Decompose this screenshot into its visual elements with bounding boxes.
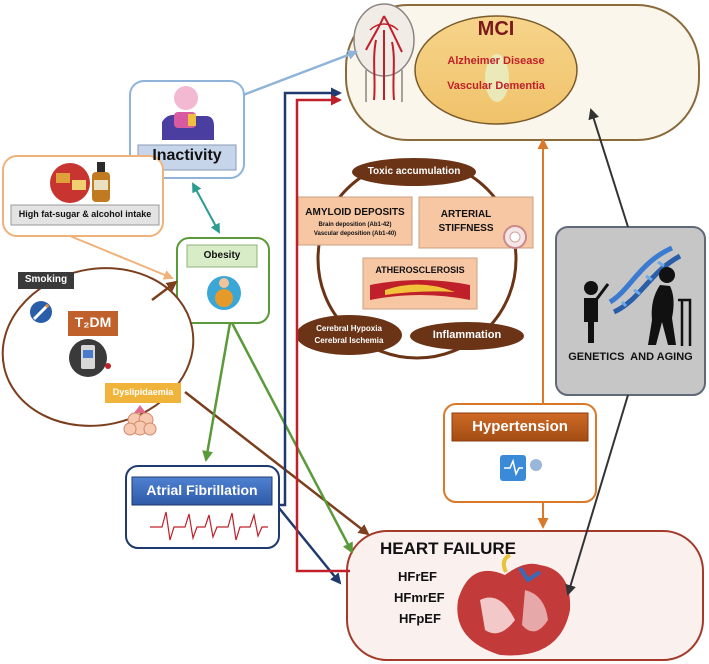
risk-to-obesity-arrow bbox=[151, 280, 178, 301]
af-label: Atrial Fibrillation bbox=[146, 482, 258, 498]
hypoxia-oval bbox=[296, 315, 402, 355]
obese-person-icon bbox=[207, 276, 241, 310]
alzheimer-label: Alzheimer Disease bbox=[447, 55, 545, 67]
arterial-stiffness-line2: STIFFNESS bbox=[438, 223, 494, 234]
heart-anatomy-icon bbox=[457, 553, 571, 656]
toxic-accumulation-label: Toxic accumulation bbox=[367, 166, 461, 177]
genetics-label: GENETICS AND AGING bbox=[568, 351, 693, 363]
cigarette-icon bbox=[30, 301, 52, 323]
hf-to-mci-arrow bbox=[295, 94, 350, 573]
obesity-label-bg bbox=[186, 244, 258, 268]
mci-swirl bbox=[485, 54, 509, 102]
atherosclerosis-label: ATHEROSCLEROSIS bbox=[375, 265, 465, 275]
inflammation-label: Inflammation bbox=[432, 329, 502, 341]
toxic-accumulation-oval bbox=[352, 158, 476, 186]
obesity-to-hf-arrow bbox=[230, 322, 354, 554]
smoking-tag-bg bbox=[18, 272, 74, 289]
inactivity-label: Inactivity bbox=[152, 147, 222, 164]
inactivity-obesity-arrow bbox=[192, 182, 220, 234]
hf-type-hfpef: HFpEF bbox=[399, 611, 441, 626]
diet-to-obesity-arrow bbox=[69, 235, 174, 280]
couch-person-icon bbox=[162, 86, 214, 140]
af-label-bg bbox=[131, 476, 273, 506]
hypertension-label: Hypertension bbox=[472, 418, 568, 435]
artery-cross-section-icon bbox=[503, 225, 527, 249]
elderly-walker-icon bbox=[648, 267, 692, 346]
hf-type-hfmref: HFmrEF bbox=[394, 590, 445, 605]
af-to-mci-arrow bbox=[279, 87, 342, 507]
glucometer-icon bbox=[69, 339, 111, 377]
dna-helix-icon bbox=[608, 245, 682, 315]
ecg-trace bbox=[150, 511, 268, 541]
amyloid-title: AMYLOID DEPOSITS bbox=[305, 207, 405, 218]
risk-to-hf-arrow bbox=[184, 391, 370, 536]
obesity-to-af-arrow bbox=[202, 322, 232, 462]
heart-failure-title: HEART FAILURE bbox=[380, 539, 516, 558]
food-plate-icon bbox=[50, 163, 90, 203]
dyslipidaemia-tag-bg bbox=[105, 383, 181, 403]
hypoxia-label: Cerebral Hypoxia bbox=[316, 324, 382, 333]
blood-pressure-monitor-icon bbox=[500, 455, 542, 481]
amyloid-vascular-label: Vascular deposition (Ab1-40) bbox=[313, 231, 397, 237]
obesity-label: Obesity bbox=[203, 250, 241, 261]
alcohol-bottle-icon bbox=[92, 162, 110, 202]
genetics-to-hf-arrow bbox=[565, 394, 629, 596]
t2dm-tag-bg bbox=[68, 311, 118, 336]
hf-type-hfref: HFrEF bbox=[398, 569, 437, 584]
fat-cells-icon bbox=[123, 405, 157, 436]
diet-label: High fat-sugar & alcohol intake bbox=[18, 209, 152, 219]
t2dm-tag: T₂DM bbox=[74, 314, 112, 330]
mci-title: MCI bbox=[477, 18, 515, 40]
dyslipidaemia-tag: Dyslipidaemia bbox=[112, 387, 174, 397]
genetics-to-mci-arrow bbox=[588, 108, 629, 228]
diet-label-bg bbox=[10, 204, 160, 226]
ischemia-label: Cerebral Ischemia bbox=[314, 336, 384, 345]
inflammation-oval bbox=[410, 322, 524, 350]
child-silhouette-icon bbox=[584, 281, 610, 343]
hypertension-label-bg bbox=[451, 412, 589, 442]
brain-head-icon bbox=[353, 3, 415, 102]
amyloid-box bbox=[297, 196, 413, 246]
arterial-stiffness-line1: ARTERIAL bbox=[440, 209, 492, 220]
plaque-artery-icon bbox=[370, 280, 470, 300]
inactivity-to-mci-arrow bbox=[242, 50, 358, 97]
vascular-dementia-label: Vascular Dementia bbox=[447, 80, 545, 92]
smoking-tag: Smoking bbox=[24, 274, 68, 285]
amyloid-brain-label: Brain deposition (Ab1-42) bbox=[318, 222, 392, 228]
